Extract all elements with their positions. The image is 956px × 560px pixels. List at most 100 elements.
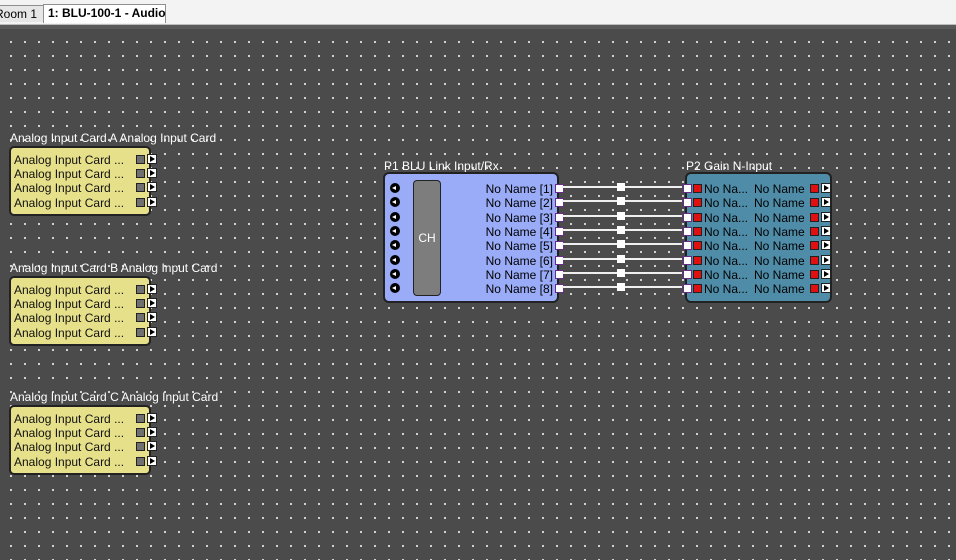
input-port[interactable] bbox=[683, 241, 692, 250]
output-arrow-icon[interactable] bbox=[147, 168, 157, 178]
gain-channel-row[interactable]: No Na...No Name bbox=[683, 211, 833, 225]
card-a-channel[interactable]: Analog Input Card ... bbox=[14, 196, 157, 210]
gain-channel-row[interactable]: No Na...No Name bbox=[683, 254, 833, 268]
output-arrow-icon[interactable] bbox=[147, 182, 157, 192]
output-arrow-icon[interactable] bbox=[147, 441, 157, 451]
output-arrow-icon[interactable] bbox=[147, 312, 157, 322]
audio-wire[interactable] bbox=[562, 212, 682, 220]
card-c-channel[interactable]: Analog Input Card ... bbox=[14, 440, 157, 454]
input-port[interactable] bbox=[683, 213, 692, 222]
output-arrow-icon[interactable] bbox=[821, 197, 831, 207]
input-port[interactable] bbox=[683, 284, 692, 293]
p1-output-label: No Name [3] bbox=[485, 211, 553, 225]
card-b-channel[interactable]: Analog Input Card ... bbox=[14, 297, 157, 311]
tab-blu-100-audio[interactable]: 1: BLU-100-1 - Audio bbox=[43, 4, 166, 23]
gain-output-label: No Name bbox=[754, 182, 805, 196]
card-a-channel[interactable]: Analog Input Card ... bbox=[14, 153, 157, 167]
output-port[interactable] bbox=[555, 227, 564, 236]
audio-wire[interactable] bbox=[562, 197, 682, 205]
card-b-channel[interactable]: Analog Input Card ... bbox=[14, 283, 157, 297]
input-meter-icon bbox=[693, 256, 702, 265]
control-input-icon[interactable] bbox=[390, 283, 400, 293]
output-arrow-icon[interactable] bbox=[147, 154, 157, 164]
channel-block-icon bbox=[136, 442, 145, 451]
wire-node[interactable] bbox=[617, 255, 625, 263]
gain-channel-row[interactable]: No Na...No Name bbox=[683, 225, 833, 239]
blu-link-input-block[interactable]: CH No Name [1] No Name [2] No Name [3] N… bbox=[383, 172, 564, 303]
output-port[interactable] bbox=[555, 284, 564, 293]
output-arrow-icon[interactable] bbox=[147, 427, 157, 437]
input-port[interactable] bbox=[683, 198, 692, 207]
control-input-icon[interactable] bbox=[390, 269, 400, 279]
gain-channel-row[interactable]: No Na...No Name bbox=[683, 239, 833, 253]
output-meter-icon bbox=[810, 213, 819, 222]
tab-room-1[interactable]: Room 1 bbox=[0, 5, 45, 22]
p1-output-label: No Name [1] bbox=[485, 182, 553, 196]
gain-output-label: No Name bbox=[754, 196, 805, 210]
analog-input-card-a[interactable]: Analog Input Card ... Analog Input Card … bbox=[9, 146, 157, 216]
wire-node[interactable] bbox=[617, 183, 625, 191]
output-arrow-icon[interactable] bbox=[147, 284, 157, 294]
analog-input-card-c[interactable]: Analog Input Card ... Analog Input Card … bbox=[9, 405, 157, 475]
output-arrow-icon[interactable] bbox=[147, 298, 157, 308]
output-arrow-icon[interactable] bbox=[821, 269, 831, 279]
output-port[interactable] bbox=[555, 256, 564, 265]
audio-wire[interactable] bbox=[562, 183, 682, 191]
gain-channel-row[interactable]: No Na...No Name bbox=[683, 268, 833, 282]
audio-wire[interactable] bbox=[562, 269, 682, 277]
output-arrow-icon[interactable] bbox=[821, 183, 831, 193]
card-c-channel[interactable]: Analog Input Card ... bbox=[14, 412, 157, 426]
audio-wire[interactable] bbox=[562, 226, 682, 234]
output-port[interactable] bbox=[555, 184, 564, 193]
control-input-icon[interactable] bbox=[390, 255, 400, 265]
output-meter-icon bbox=[810, 184, 819, 193]
wire-node[interactable] bbox=[617, 197, 625, 205]
input-port[interactable] bbox=[683, 184, 692, 193]
control-input-icon[interactable] bbox=[390, 226, 400, 236]
output-arrow-icon[interactable] bbox=[821, 283, 831, 293]
input-port[interactable] bbox=[683, 256, 692, 265]
card-b-channel[interactable]: Analog Input Card ... bbox=[14, 326, 157, 340]
control-input-icon[interactable] bbox=[390, 197, 400, 207]
audio-wire[interactable] bbox=[562, 240, 682, 248]
card-a-channel[interactable]: Analog Input Card ... bbox=[14, 167, 157, 181]
output-arrow-icon[interactable] bbox=[147, 456, 157, 466]
output-arrow-icon[interactable] bbox=[147, 327, 157, 337]
output-port[interactable] bbox=[555, 270, 564, 279]
output-arrow-icon[interactable] bbox=[147, 197, 157, 207]
output-port[interactable] bbox=[555, 198, 564, 207]
card-a-channel[interactable]: Analog Input Card ... bbox=[14, 181, 157, 195]
gain-channel-row[interactable]: No Na...No Name bbox=[683, 282, 833, 296]
output-arrow-icon[interactable] bbox=[821, 226, 831, 236]
wire-node[interactable] bbox=[617, 283, 625, 291]
gain-channel-row[interactable]: No Na...No Name bbox=[683, 196, 833, 210]
channel-label: Analog Input Card ... bbox=[14, 167, 125, 181]
input-meter-icon bbox=[693, 184, 702, 193]
output-arrow-icon[interactable] bbox=[821, 255, 831, 265]
gain-channel-row[interactable]: No Na...No Name bbox=[683, 182, 833, 196]
audio-wire[interactable] bbox=[562, 255, 682, 263]
wire-node[interactable] bbox=[617, 269, 625, 277]
wire-node[interactable] bbox=[617, 212, 625, 220]
control-input-icon[interactable] bbox=[390, 212, 400, 222]
analog-input-card-b[interactable]: Analog Input Card ... Analog Input Card … bbox=[9, 276, 157, 346]
output-arrow-icon[interactable] bbox=[821, 240, 831, 250]
output-port[interactable] bbox=[555, 241, 564, 250]
card-c-channel[interactable]: Analog Input Card ... bbox=[14, 426, 157, 440]
card-b-channel[interactable]: Analog Input Card ... bbox=[14, 311, 157, 325]
output-port[interactable] bbox=[555, 213, 564, 222]
input-port[interactable] bbox=[683, 227, 692, 236]
output-arrow-icon[interactable] bbox=[147, 413, 157, 423]
control-input-icon[interactable] bbox=[390, 183, 400, 193]
wire-node[interactable] bbox=[617, 226, 625, 234]
channel-bar[interactable]: CH bbox=[413, 180, 441, 296]
channel-block-icon bbox=[136, 285, 145, 294]
output-meter-icon bbox=[810, 256, 819, 265]
input-port[interactable] bbox=[683, 270, 692, 279]
gain-n-input-block[interactable]: No Na...No Name No Na...No Name No Na...… bbox=[683, 172, 833, 303]
wire-node[interactable] bbox=[617, 240, 625, 248]
audio-wire[interactable] bbox=[562, 283, 682, 291]
control-input-icon[interactable] bbox=[390, 240, 400, 250]
card-c-channel[interactable]: Analog Input Card ... bbox=[14, 455, 157, 469]
output-arrow-icon[interactable] bbox=[821, 212, 831, 222]
